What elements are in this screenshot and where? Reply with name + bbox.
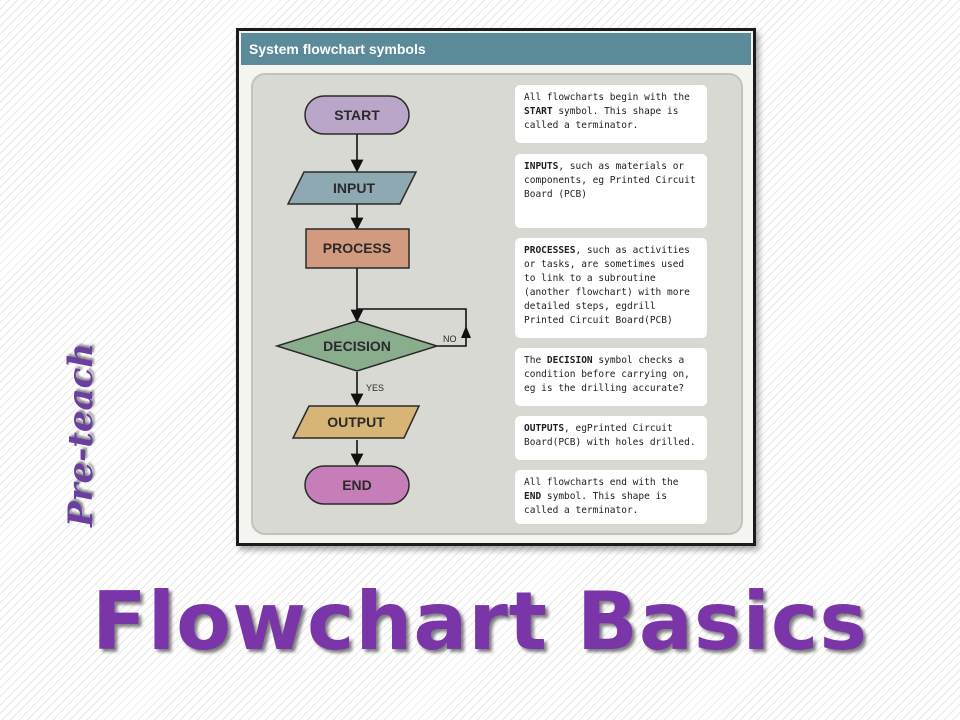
- desc-text: All flowcharts end with the: [524, 477, 679, 488]
- decision-diamond: [274, 320, 440, 372]
- end-terminator: [304, 465, 410, 505]
- yes-label: YES: [366, 383, 384, 393]
- process-label: PROCESS: [323, 240, 391, 256]
- start-label: START: [334, 107, 380, 123]
- end-description: All flowcharts end with the END symbol. …: [515, 470, 707, 524]
- desc-keyword: DECISION: [546, 355, 593, 366]
- input-description: INPUTS, such as materials or components,…: [515, 154, 707, 228]
- output-description: OUTPUTS, egPrinted Circuit Board(PCB) wi…: [515, 416, 707, 460]
- panel-header: System flowchart symbols: [241, 33, 751, 65]
- desc-keyword: INPUTS: [524, 161, 559, 172]
- process-rectangle: [305, 228, 410, 269]
- desc-text: symbol. This shape is called a terminato…: [524, 491, 668, 516]
- desc-text: , egPrinted Circuit Board(PCB) with hole…: [524, 423, 696, 448]
- start-description: All flowcharts begin with the START symb…: [515, 85, 707, 143]
- desc-text: , such as materials or components, eg Pr…: [524, 161, 696, 200]
- decision-description: The DECISION symbol checks a condition b…: [515, 348, 707, 406]
- pre-teach-label: Pre-teach: [52, 330, 110, 540]
- output-parallelogram: [291, 405, 421, 439]
- desc-text: All flowcharts begin with the: [524, 92, 690, 103]
- desc-keyword: START: [524, 106, 553, 117]
- end-label: END: [342, 477, 372, 493]
- decision-label: DECISION: [323, 338, 391, 354]
- input-label: INPUT: [333, 180, 375, 196]
- input-parallelogram: [286, 171, 418, 205]
- no-loop-arrowhead: [461, 326, 471, 338]
- desc-text: , such as activities or tasks, are somet…: [524, 245, 690, 326]
- desc-text: symbol checks a condition before carryin…: [524, 355, 690, 394]
- desc-text: The: [524, 355, 547, 366]
- desc-text: symbol. This shape is called a terminato…: [524, 106, 679, 131]
- desc-keyword: OUTPUTS: [524, 423, 565, 434]
- start-terminator: [304, 95, 410, 135]
- output-label: OUTPUT: [327, 414, 385, 430]
- slide-title: Flowchart Basics: [92, 575, 868, 668]
- no-label: NO: [443, 334, 457, 344]
- desc-keyword: END: [524, 491, 542, 502]
- process-description: PROCESSES, such as activities or tasks, …: [515, 238, 707, 338]
- pre-teach-text: Pre-teach: [61, 342, 101, 528]
- desc-keyword: PROCESSES: [524, 245, 576, 256]
